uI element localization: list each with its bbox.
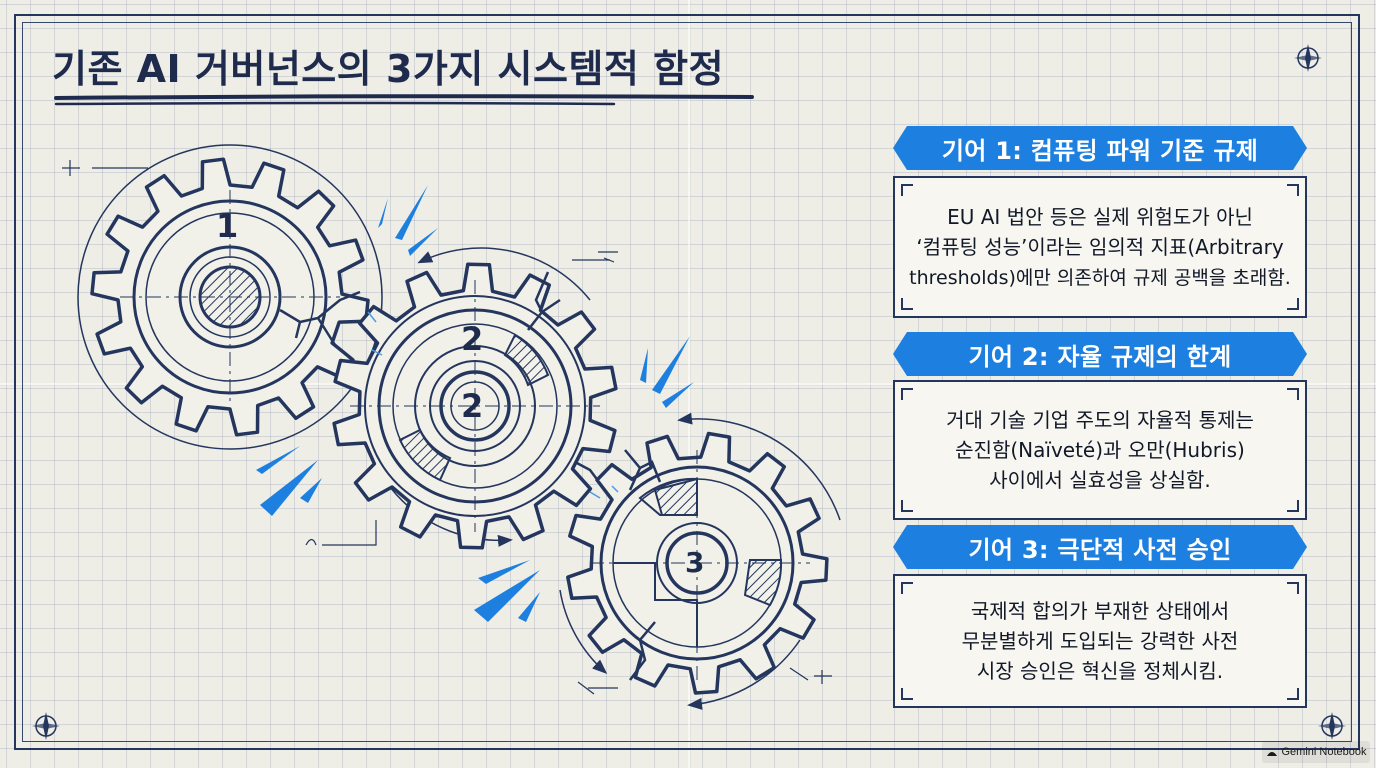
gear-1 xyxy=(62,144,383,450)
title-underline xyxy=(54,94,754,106)
corner-mark xyxy=(1287,184,1299,196)
notebook-icon xyxy=(1266,751,1277,756)
gear-2-number: 2 xyxy=(461,320,484,358)
card-2-header: 기어 2: 자율 규제의 한계 xyxy=(893,332,1307,376)
card-1-body: EU AI 법안 등은 실제 위험도가 아닌 ‘컴퓨팅 성능’이라는 임의적 지… xyxy=(893,176,1307,318)
corner-mark xyxy=(901,184,913,196)
card-1-line-1: EU AI 법안 등은 실제 위험도가 아닌 xyxy=(947,204,1253,229)
corner-mark xyxy=(901,298,913,310)
page-title: 기존 AI 거버넌스의 3가지 시스템적 함정 xyxy=(52,47,725,91)
gear-2-center-number: 2 xyxy=(461,387,484,425)
card-3-body: 국제적 합의가 부재한 상태에서 무분별하게 도입되는 강력한 사전 시장 승인… xyxy=(893,574,1307,708)
corner-mark xyxy=(901,388,913,400)
compass-rose-icon xyxy=(1318,712,1346,740)
spark-fragments xyxy=(367,311,619,499)
corner-mark xyxy=(1287,298,1299,310)
corner-mark xyxy=(1287,582,1299,594)
card-2-line-2: 순진함(Naïveté)과 오만(Hubris) xyxy=(955,438,1245,462)
card-2-line-1: 거대 기술 기업 주도의 자율적 통제는 xyxy=(946,408,1254,432)
watermark-text: Gemini Notebook xyxy=(1281,746,1367,758)
card-2-text: 거대 기술 기업 주도의 자율적 통제는 순진함(Naïveté)과 오만(Hu… xyxy=(932,405,1268,495)
gear-3-number: 3 xyxy=(685,546,705,579)
card-1-header: 기어 1: 컴퓨팅 파워 기준 규제 xyxy=(893,126,1307,170)
card-1-line-2: ‘컴퓨팅 성능’이라는 임의적 지표(Arbitrary xyxy=(916,234,1284,259)
gear-2 xyxy=(305,247,621,550)
card-3-text: 국제적 합의가 부재한 상태에서 무분별하게 도입되는 강력한 사전 시장 승인… xyxy=(948,596,1253,686)
card-3-line-2: 무분별하게 도입되는 강력한 사전 xyxy=(961,629,1239,653)
card-3-line-1: 국제적 합의가 부재한 상태에서 xyxy=(970,599,1230,623)
corner-mark xyxy=(901,500,913,512)
gear-1-number: 1 xyxy=(216,207,239,245)
card-3-line-3: 시장 승인은 혁신을 정체시킴. xyxy=(976,659,1224,683)
card-2-line-3: 사이에서 실효성을 상실함. xyxy=(989,468,1211,492)
corner-mark xyxy=(1287,388,1299,400)
card-3-header: 기어 3: 극단적 사전 승인 xyxy=(893,525,1307,569)
corner-mark xyxy=(1287,688,1299,700)
corner-mark xyxy=(901,582,913,594)
compass-rose-icon xyxy=(32,712,60,740)
card-2-body: 거대 기술 기업 주도의 자율적 통제는 순진함(Naïveté)과 오만(Hu… xyxy=(893,380,1307,520)
card-1-text: EU AI 법안 등은 실제 위험도가 아닌 ‘컴퓨팅 성능’이라는 임의적 지… xyxy=(895,202,1305,293)
blueprint-frame-inner xyxy=(22,22,1352,742)
corner-mark xyxy=(1287,500,1299,512)
compass-rose-icon xyxy=(1294,44,1322,72)
card-1-line-3: thresholds)에만 의존하여 규제 공백을 초래함. xyxy=(909,266,1291,289)
blueprint-frame-outer xyxy=(14,14,1360,750)
corner-mark xyxy=(901,688,913,700)
paper-fold-horizontal xyxy=(0,383,1376,385)
watermark-badge: Gemini Notebook xyxy=(1262,741,1370,763)
gear-3 xyxy=(559,412,841,710)
spark-burst xyxy=(256,185,694,622)
